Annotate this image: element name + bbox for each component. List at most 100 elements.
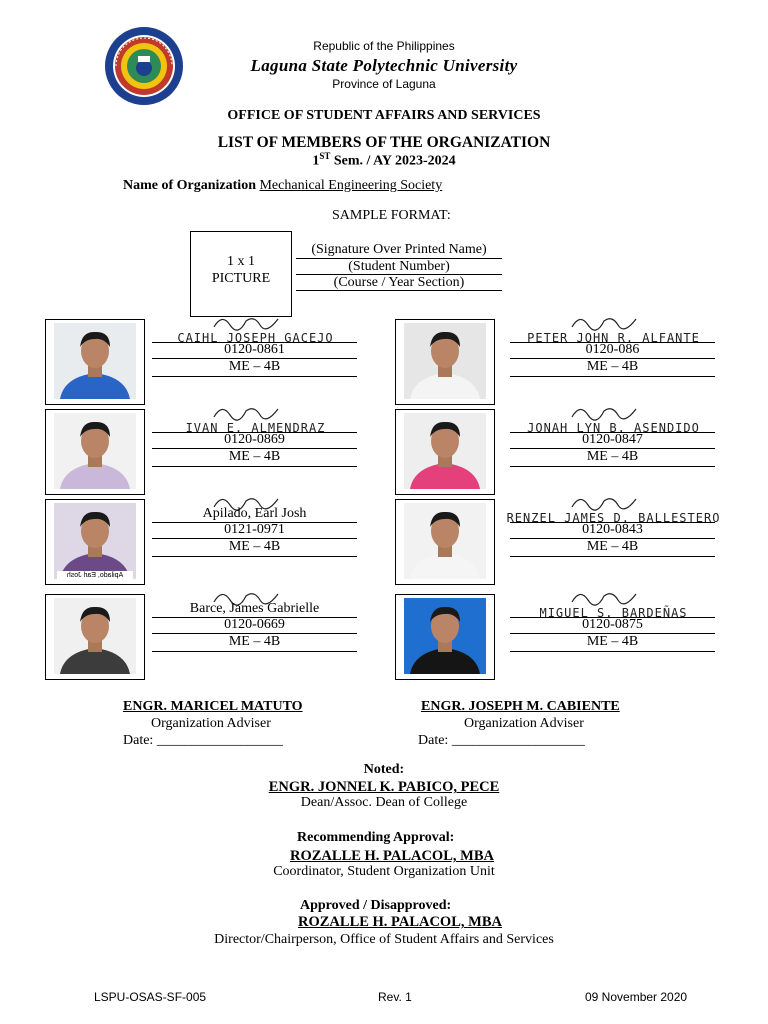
member-line xyxy=(152,376,357,377)
member-line xyxy=(510,432,715,433)
member-line xyxy=(152,617,357,618)
signature-scribble xyxy=(213,318,279,331)
revision: Rev. 1 xyxy=(378,990,412,1004)
member-course: ME – 4B xyxy=(228,539,281,554)
member-course: ME – 4B xyxy=(228,634,281,649)
sample-student-number-label: (Student Number) xyxy=(348,259,450,274)
form-code: LSPU-OSAS-SF-005 xyxy=(94,990,207,1004)
member-line xyxy=(510,358,715,359)
sample-line-3 xyxy=(296,290,502,291)
sample-picture-size: 1 x 1 xyxy=(227,254,255,269)
member-photo-frame xyxy=(395,499,495,585)
adviser-2-date: Date: ___________________ xyxy=(418,733,585,748)
member-line xyxy=(510,538,715,539)
member-printed-name: Apilado, Earl Josh xyxy=(202,506,307,521)
member-photo-frame xyxy=(395,594,495,680)
member-line xyxy=(152,556,357,557)
member-course: ME – 4B xyxy=(586,634,639,649)
member-photo xyxy=(54,503,136,579)
semester-suffix: ST xyxy=(319,151,331,161)
organization-name: Mechanical Engineering Society xyxy=(259,178,443,193)
member-student-number: 0120-0843 xyxy=(582,522,643,537)
member-line xyxy=(510,448,715,449)
member-line xyxy=(152,448,357,449)
office-title: OFFICE OF STUDENT AFFAIRS AND SERVICES xyxy=(227,108,541,123)
member-photo-caption: Apilado, Earl Josh xyxy=(57,571,133,580)
sample-picture-box: 1 x 1 PICTURE xyxy=(190,231,292,317)
member-line xyxy=(152,358,357,359)
recommending-name: ROZALLE H. PALACOL, MBA xyxy=(290,848,494,864)
organization-line: Name of Organization Mechanical Engineer… xyxy=(123,178,442,194)
member-student-number: 0120-0669 xyxy=(224,617,285,632)
member-line xyxy=(510,466,715,467)
member-line xyxy=(510,617,715,618)
republic-line: Republic of the Philippines xyxy=(313,39,455,53)
university-seal xyxy=(104,26,184,106)
noted-label: Noted: xyxy=(363,762,405,777)
member-student-number: 0120-0861 xyxy=(224,342,285,357)
province-line: Province of Laguna xyxy=(332,77,436,91)
university-name: Laguna State Polytechnic University xyxy=(250,56,518,75)
member-line xyxy=(510,522,715,523)
member-photo xyxy=(404,323,486,399)
signature-scribble xyxy=(571,498,637,511)
sample-heading: SAMPLE FORMAT: xyxy=(332,208,451,223)
member-line xyxy=(510,556,715,557)
member-course: ME – 4B xyxy=(586,359,639,374)
signature-scribble xyxy=(213,498,279,511)
sample-picture-label: PICTURE xyxy=(211,271,271,286)
sample-line-1 xyxy=(296,258,502,259)
member-photo xyxy=(404,503,486,579)
member-line xyxy=(152,466,357,467)
signature-scribble xyxy=(213,593,279,606)
member-course: ME – 4B xyxy=(228,449,281,464)
sample-signature-label: (Signature Over Printed Name) xyxy=(311,242,487,257)
semester-line: 1ST Sem. / AY 2023-2024 xyxy=(234,151,534,170)
semester-number: 1 xyxy=(312,153,320,169)
form-date: 09 November 2020 xyxy=(585,990,688,1004)
member-photo-frame xyxy=(45,499,145,585)
member-line xyxy=(152,522,357,523)
member-student-number: 0120-0869 xyxy=(224,432,285,447)
member-course: ME – 4B xyxy=(586,539,639,554)
member-signature: MIGUEL S. BARDEÑAS xyxy=(539,606,688,620)
member-line xyxy=(510,651,715,652)
member-signature: JONAH LYN B. ASENDIDO xyxy=(527,421,700,435)
member-line xyxy=(152,538,357,539)
member-line xyxy=(510,633,715,634)
member-line xyxy=(510,342,715,343)
member-photo-frame xyxy=(45,319,145,405)
member-photo-frame xyxy=(395,409,495,495)
recommending-label: Recommending Approval: xyxy=(297,830,455,845)
adviser-2-role: Organization Adviser xyxy=(464,716,584,731)
list-title: LIST OF MEMBERS OF THE ORGANIZATION xyxy=(217,134,551,151)
member-signature: PETER JOHN R. ALFANTE xyxy=(527,331,700,345)
member-student-number: 0120-0847 xyxy=(582,432,643,447)
member-signature: IVAN E. ALMENDRAZ xyxy=(185,421,326,435)
member-line xyxy=(152,342,357,343)
member-student-number: 0120-0875 xyxy=(582,617,643,632)
signature-scribble xyxy=(571,318,637,331)
member-course: ME – 4B xyxy=(228,359,281,374)
member-photo-frame xyxy=(45,594,145,680)
member-line xyxy=(510,376,715,377)
recommending-role: Coordinator, Student Organization Unit xyxy=(273,864,495,879)
adviser-2-name: ENGR. JOSEPH M. CABIENTE xyxy=(421,699,620,714)
member-photo xyxy=(54,413,136,489)
approved-label: Approved / Disapproved: xyxy=(300,898,452,913)
semester-year: Sem. / AY 2023-2024 xyxy=(330,153,456,169)
approved-role: Director/Chairperson, Office of Student … xyxy=(214,932,554,947)
noted-role: Dean/Assoc. Dean of College xyxy=(300,795,468,810)
approved-name: ROZALLE H. PALACOL, MBA xyxy=(298,914,502,930)
member-photo-frame xyxy=(395,319,495,405)
member-photo xyxy=(404,598,486,674)
member-course: ME – 4B xyxy=(586,449,639,464)
member-photo xyxy=(54,323,136,399)
member-line xyxy=(152,432,357,433)
member-student-number: 0121-0971 xyxy=(224,522,285,537)
signature-scribble xyxy=(213,408,279,421)
adviser-1-date: Date: __________________ xyxy=(123,733,283,748)
member-photo xyxy=(404,413,486,489)
adviser-1-name: ENGR. MARICEL MATUTO xyxy=(123,699,303,714)
member-signature: CAIHL JOSEPH GACEJO xyxy=(177,331,334,345)
